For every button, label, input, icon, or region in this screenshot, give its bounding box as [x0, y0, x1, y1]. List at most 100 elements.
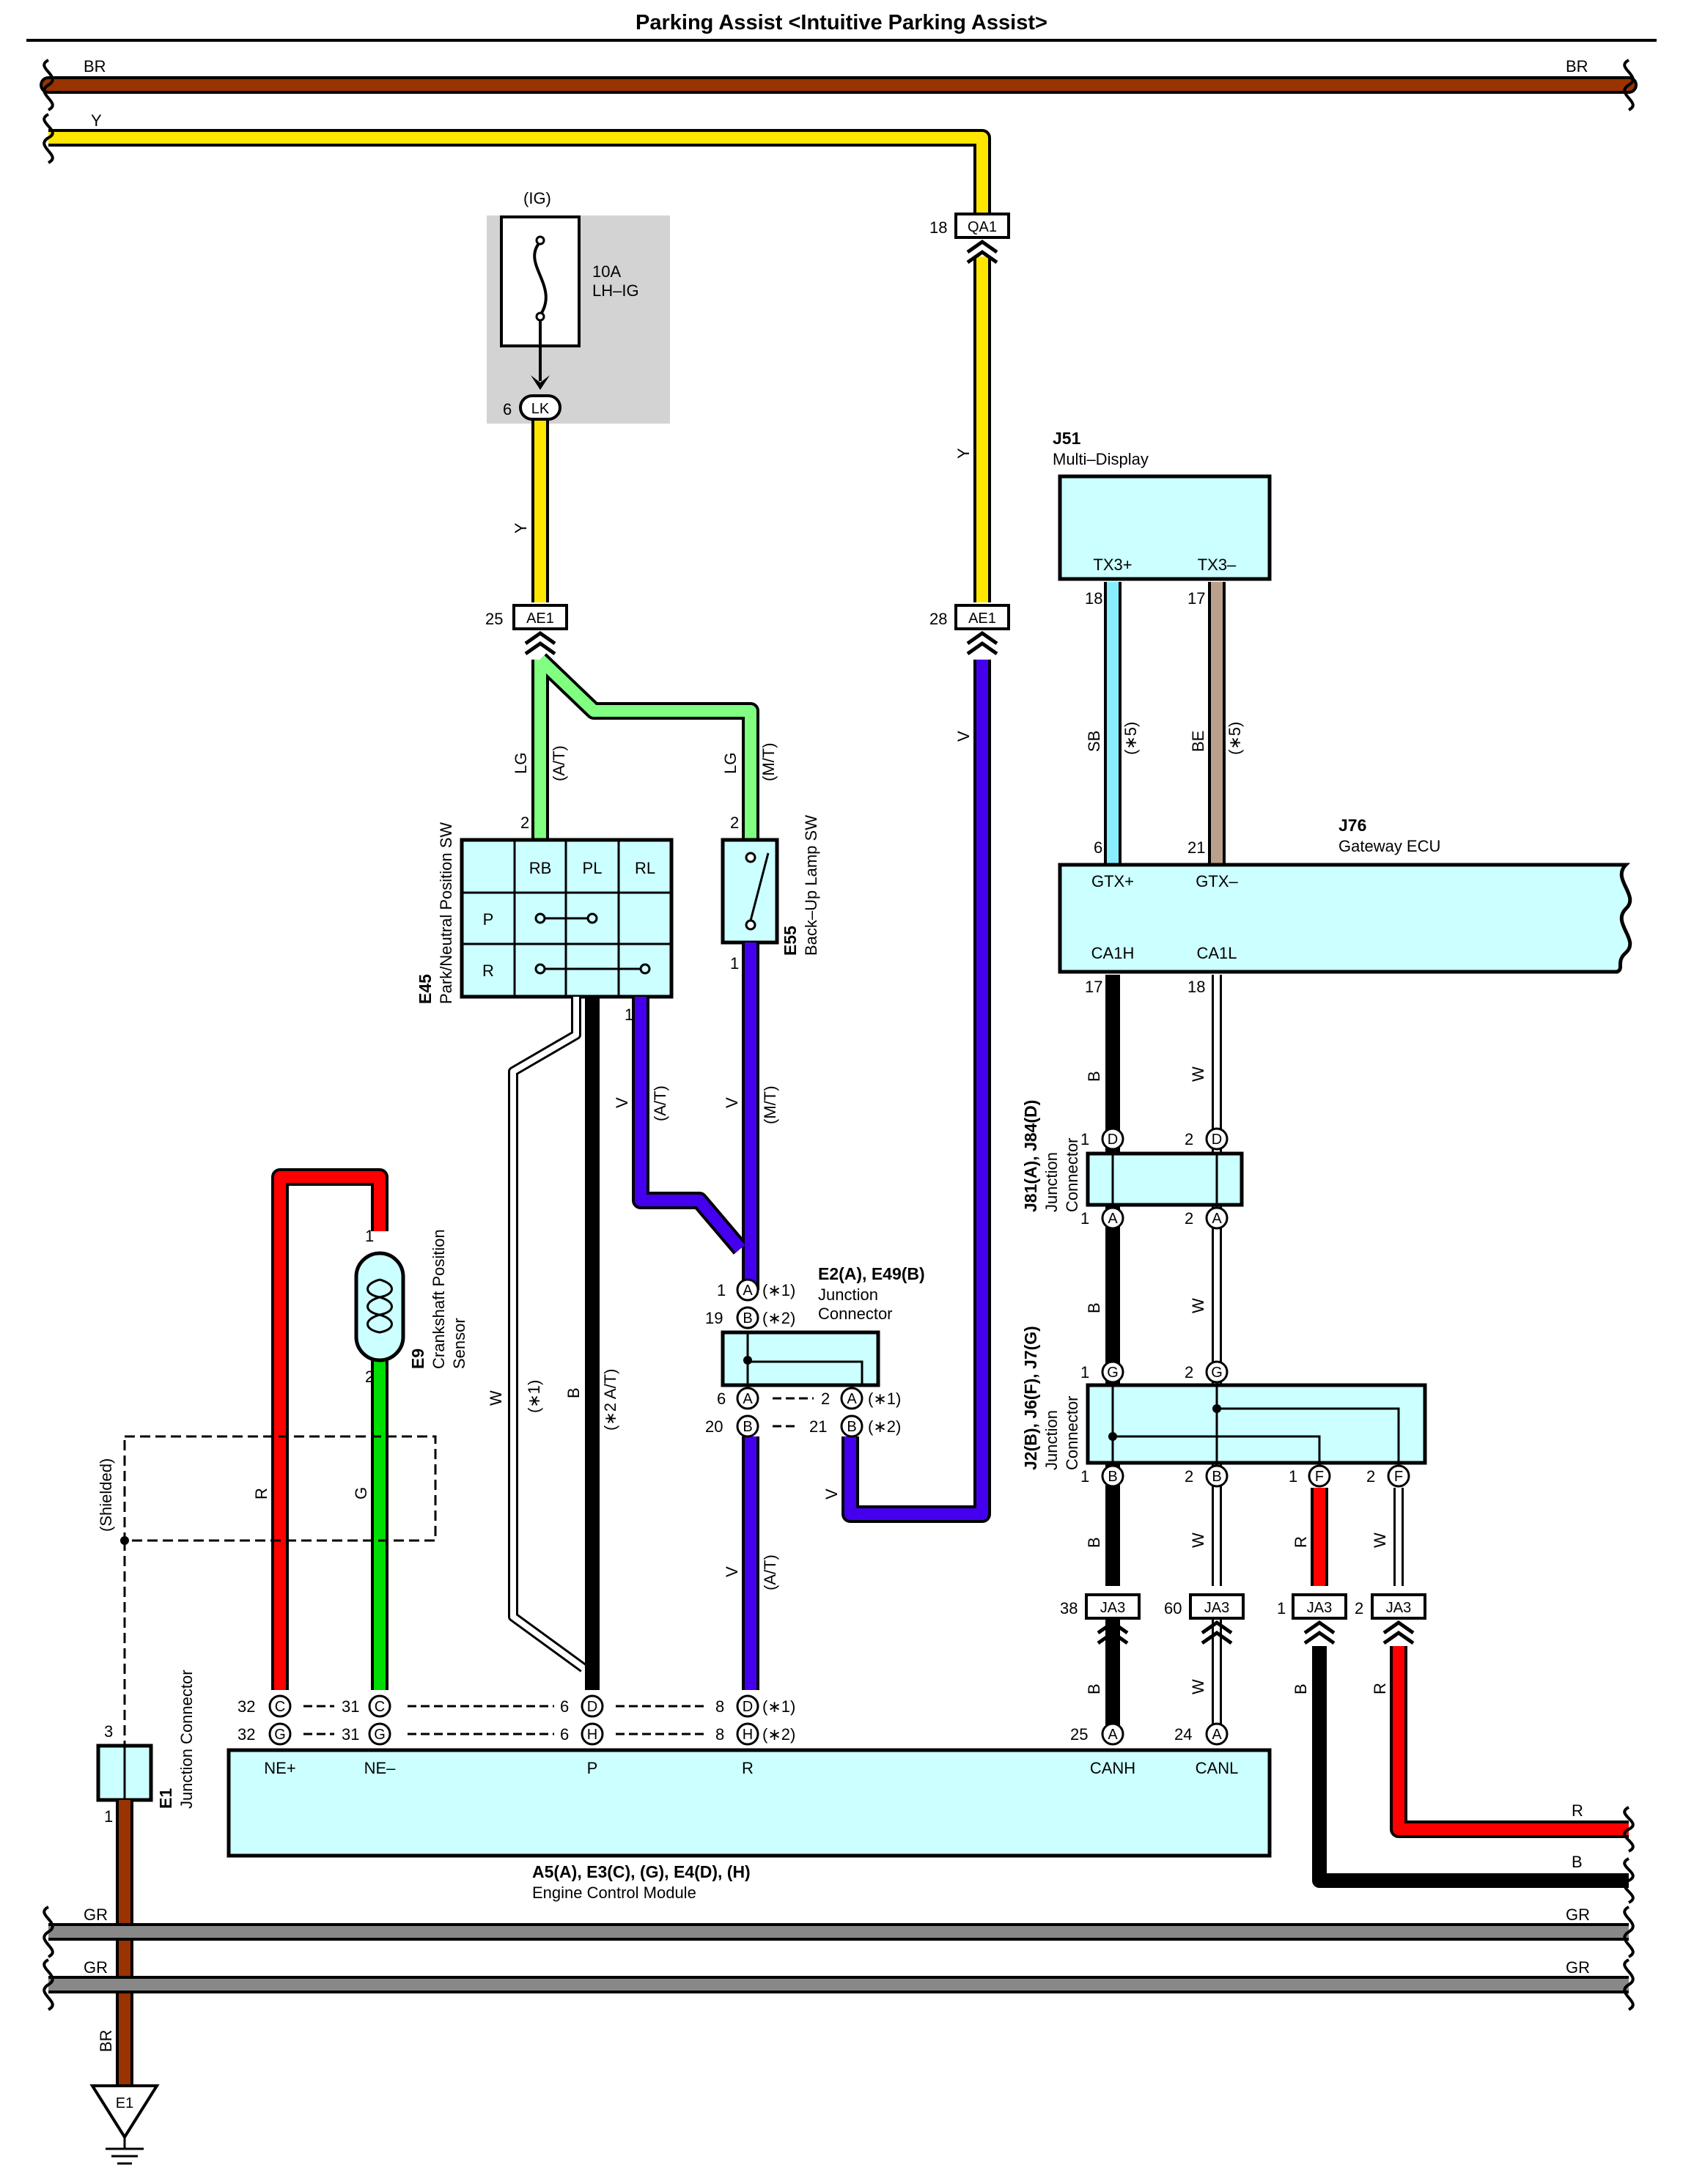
- e2-junction-connector: A B 1 19 (∗1) (∗2) A B 6 20 A B 2 21 (∗1…: [705, 1264, 925, 1438]
- svg-text:A: A: [743, 1391, 753, 1407]
- wire-v-at-note: (A/T): [651, 1085, 669, 1121]
- ecm-code: A5(A), E3(C), (G), E4(D), (H): [532, 1862, 751, 1881]
- wire-at-note: (A/T): [550, 745, 568, 781]
- svg-text:D: D: [1212, 1132, 1222, 1148]
- e55-backup-lamp-switch: 2 1 E55 Back–Up Lamp SW: [721, 814, 820, 973]
- svg-text:6: 6: [560, 1725, 569, 1744]
- svg-text:(∗1): (∗1): [868, 1390, 901, 1408]
- shield-label: (Shielded): [97, 1458, 115, 1532]
- ja3-connectors: JA3 38 JA3 60 JA3 1 JA3 2: [1060, 1593, 1426, 1645]
- wire-w-e45: W (∗1): [487, 997, 587, 1672]
- e45-col-pl: PL: [583, 859, 603, 877]
- j76-pin21: 21: [1187, 838, 1205, 857]
- j81-junction-connector: D D A A 1 2 1 2 J81(A), J84(D) Junction …: [1021, 1100, 1244, 1230]
- svg-text:B: B: [1085, 1071, 1103, 1082]
- e45-row-p: P: [483, 910, 494, 929]
- j81-name-1: Junction: [1042, 1152, 1061, 1212]
- svg-text:D: D: [1108, 1132, 1118, 1148]
- wire-f-r: R: [1292, 1488, 1328, 1586]
- svg-text:B: B: [1085, 1683, 1103, 1694]
- e2-pin2: 2: [821, 1390, 830, 1408]
- wire-v-ecm: V (A/T): [723, 1436, 779, 1690]
- j81-name-2: Connector: [1063, 1137, 1081, 1212]
- fuse-pin: 6: [503, 400, 512, 418]
- svg-text:(∗5): (∗5): [1122, 722, 1140, 755]
- wire-v-at-label: V: [613, 1097, 631, 1108]
- svg-text:GR: GR: [84, 1958, 108, 1977]
- svg-text:38: 38: [1060, 1599, 1078, 1617]
- e45-row-r: R: [482, 962, 494, 980]
- wire-v-right: V V: [822, 660, 991, 1523]
- ecm-engine-control-module: NE+ NE– P R CANH CANL A5(A), E3(C), (G),…: [227, 1694, 1272, 1902]
- svg-text:GR: GR: [1566, 1906, 1590, 1924]
- ae1-28-pin: 28: [929, 610, 947, 628]
- wire-f-w: W: [1371, 1488, 1404, 1586]
- svg-text:C: C: [375, 1699, 385, 1715]
- e1-pin3: 3: [104, 1722, 113, 1741]
- wire-be: BE (∗5): [1189, 582, 1244, 865]
- j76-gtxm: GTX–: [1196, 872, 1238, 890]
- svg-text:2: 2: [1185, 1467, 1193, 1486]
- e2-pin20: 20: [705, 1417, 723, 1436]
- j81-code: J81(A), J84(D): [1021, 1100, 1040, 1212]
- svg-text:25: 25: [1070, 1725, 1088, 1744]
- svg-text:A: A: [1212, 1727, 1222, 1743]
- svg-text:32: 32: [237, 1725, 255, 1744]
- j51-name: Multi–Display: [1053, 450, 1149, 468]
- svg-text:B: B: [743, 1310, 752, 1327]
- fuse-connector: [519, 394, 561, 421]
- svg-text:31: 31: [342, 1725, 359, 1744]
- ecm-p: P: [587, 1759, 598, 1777]
- j2-junction-connector: G G B B F F 1 2 1 2 1 2 J2(B), J6(F), J7…: [1021, 1326, 1427, 1488]
- svg-text:JA3: JA3: [1307, 1600, 1332, 1616]
- wire-lg: LG (A/T) LG (M/T): [512, 653, 778, 840]
- j76-ca1h: CA1H: [1091, 944, 1135, 962]
- fuse-lh-ig: (IG) 10A LH–IG LK 6: [487, 189, 670, 424]
- wire-v-ecm-label: V: [723, 1566, 741, 1577]
- e2-pin6: 6: [717, 1390, 726, 1408]
- wire-y-right-label: Y: [954, 448, 973, 459]
- svg-text:B: B: [1212, 1469, 1221, 1485]
- e2-code: E2(A), E49(B): [818, 1264, 925, 1283]
- svg-text:2: 2: [1185, 1209, 1193, 1228]
- wire-r-ecm: R: [252, 1168, 388, 1690]
- wire-lg-at-label: LG: [512, 753, 530, 774]
- e9-name-2: Sensor: [450, 1318, 468, 1369]
- ground-e1: E1: [89, 2084, 160, 2165]
- e1-pin1: 1: [104, 1807, 113, 1826]
- j76-gtxp: GTX+: [1091, 872, 1134, 890]
- j76-code: J76: [1338, 816, 1366, 835]
- svg-text:8: 8: [715, 1725, 724, 1744]
- wire-sb: SB (∗5): [1085, 582, 1140, 865]
- connector-ae1-25: AE1 25: [485, 604, 568, 656]
- fuse-mode: (IG): [523, 189, 551, 207]
- svg-text:D: D: [587, 1699, 597, 1715]
- svg-text:B: B: [1292, 1683, 1310, 1694]
- svg-text:8: 8: [715, 1697, 724, 1716]
- svg-text:(∗2): (∗2): [868, 1417, 901, 1436]
- svg-text:B: B: [1085, 1302, 1103, 1313]
- wire-br-ground: BR: [97, 1800, 133, 2086]
- wire-w-e45-label: W: [487, 1390, 505, 1406]
- j2-name-2: Connector: [1063, 1395, 1081, 1470]
- svg-text:W: W: [1371, 1532, 1389, 1548]
- e1-name: Junction Connector: [177, 1670, 196, 1809]
- j76-pin17: 17: [1085, 978, 1102, 996]
- svg-text:W: W: [1189, 1298, 1207, 1313]
- e9-name-1: Crankshaft Position: [430, 1229, 448, 1369]
- e45-park-neutral-switch: RB PL RL P R 2 6 1 E45 Park/Neutral Posi…: [416, 814, 674, 1024]
- svg-text:F: F: [1315, 1469, 1324, 1485]
- svg-text:SB: SB: [1085, 731, 1103, 752]
- svg-text:G: G: [374, 1727, 386, 1743]
- e9-pin1: 1: [365, 1227, 374, 1245]
- wire-y-right: Y: [954, 257, 991, 602]
- svg-text:B: B: [847, 1419, 856, 1435]
- arrow-down-icon: [531, 375, 550, 390]
- j51-multi-display: J51 Multi–Display TX3+ TX3– 18 17: [1053, 429, 1272, 608]
- svg-text:C: C: [275, 1699, 285, 1715]
- coil-icon: [367, 1278, 393, 1334]
- wire-y-fuse-label: Y: [512, 523, 530, 534]
- bus-br: BR BR: [40, 57, 1638, 111]
- ecm-canl: CANL: [1196, 1759, 1239, 1777]
